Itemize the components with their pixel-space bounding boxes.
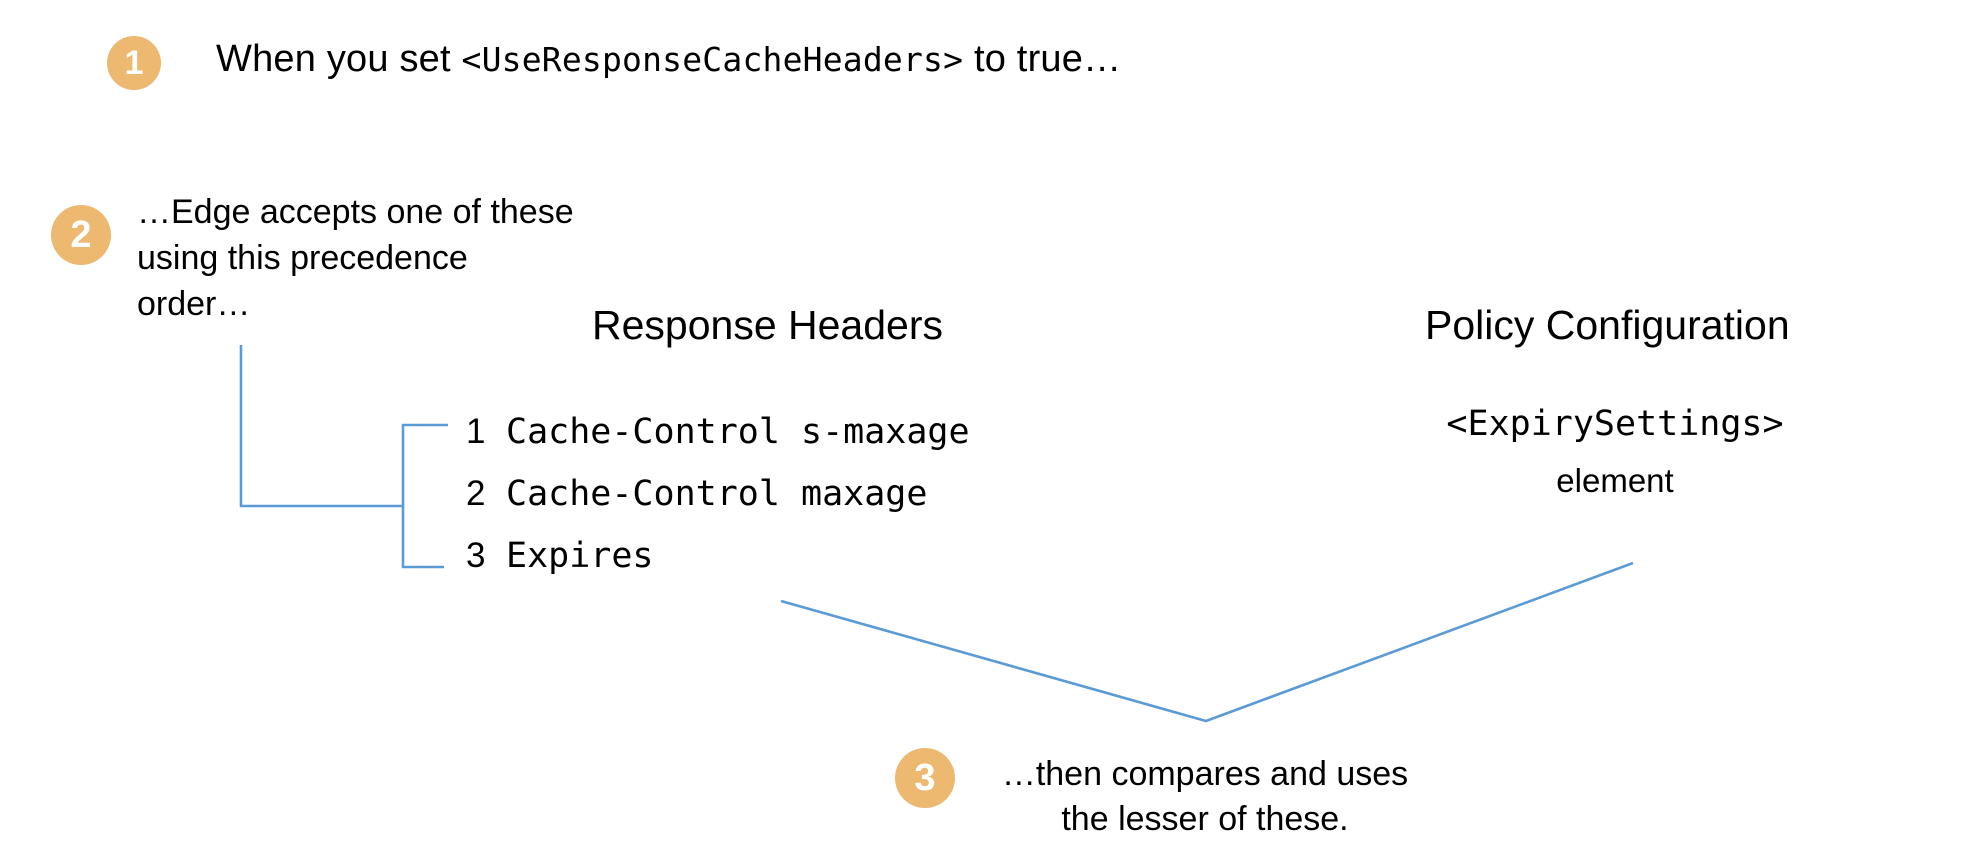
policy-configuration-heading: Policy Configuration [1425,302,1790,348]
step-1-badge: 1 [107,36,161,90]
precedence-item: 2 Cache-Control maxage [466,474,1086,536]
step-2-badge-number: 2 [70,214,92,256]
step-1-text: When you set <UseResponseCacheHeaders> t… [216,38,1121,81]
precedence-item: 3 Expires [466,536,1086,598]
precedence-header-name: Cache-Control maxage [506,474,928,514]
step-1-text-prefix: When you set [216,38,462,80]
step-3-badge-number: 3 [914,757,936,799]
precedence-rank: 3 [466,536,486,575]
step-3-text: …then compares and uses the lesser of th… [1001,755,1409,838]
expiry-settings-element-label: element [1556,462,1674,499]
step-2-text: …Edge accepts one of these using this pr… [137,193,574,323]
step-3-badge: 3 [895,748,955,808]
precedence-bracket [401,423,448,569]
precedence-list: 1 Cache-Control s-maxage 2 Cache-Control… [466,412,1086,598]
step-2-badge: 2 [51,205,111,265]
precedence-rank: 2 [466,474,486,513]
precedence-header-name: Expires [506,536,654,576]
precedence-rank: 1 [466,412,486,451]
precedence-header-name: Cache-Control s-maxage [506,412,970,452]
step2-elbow-connector [239,345,403,508]
precedence-item: 1 Cache-Control s-maxage [466,412,1086,474]
step-1-text-suffix: to true… [963,38,1122,80]
step-1-code-token: <UseResponseCacheHeaders> [461,40,964,79]
step-1-badge-number: 1 [124,44,144,82]
expiry-settings-element-code: <ExpirySettings> [1446,404,1784,444]
response-headers-heading: Response Headers [592,302,943,348]
